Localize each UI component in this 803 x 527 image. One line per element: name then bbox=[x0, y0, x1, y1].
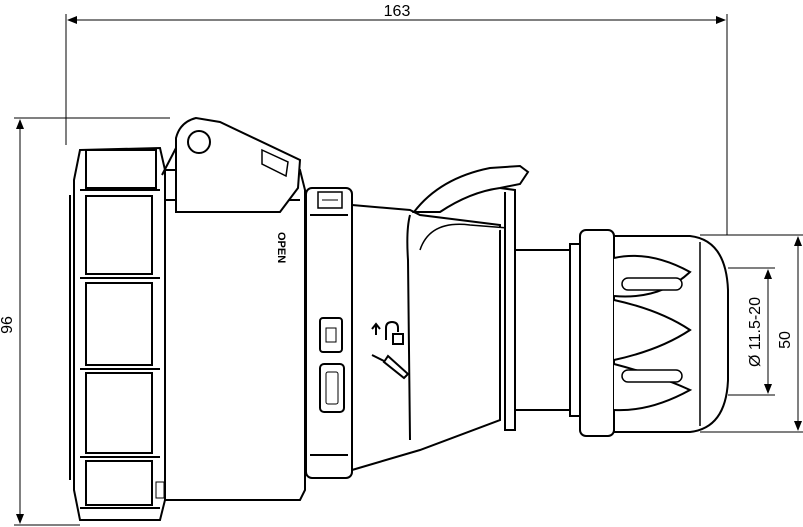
latch-hook bbox=[411, 164, 530, 431]
front-collar bbox=[69, 146, 166, 521]
cable-gland bbox=[579, 229, 729, 437]
dimension-cable-label: Ø 11.5-20 bbox=[747, 297, 764, 367]
dimension-length-label: 163 bbox=[384, 3, 411, 20]
dimension-length bbox=[65, 14, 728, 235]
release-button bbox=[319, 363, 345, 413]
lock-button bbox=[319, 317, 343, 353]
main-body bbox=[164, 169, 306, 501]
lid-flap bbox=[161, 116, 302, 213]
lid-hinge-icon bbox=[187, 130, 211, 154]
dimension-height-label: 96 bbox=[0, 316, 16, 334]
dimension-gland-label: 50 bbox=[777, 331, 794, 349]
gland-adapter bbox=[514, 243, 583, 417]
tapered-neck bbox=[351, 203, 509, 472]
dimension-height bbox=[14, 117, 170, 526]
dimension-cable bbox=[728, 267, 775, 396]
open-label: OPEN bbox=[275, 232, 287, 263]
lock-symbol-icon bbox=[371, 320, 410, 380]
dimension-gland bbox=[700, 234, 803, 433]
